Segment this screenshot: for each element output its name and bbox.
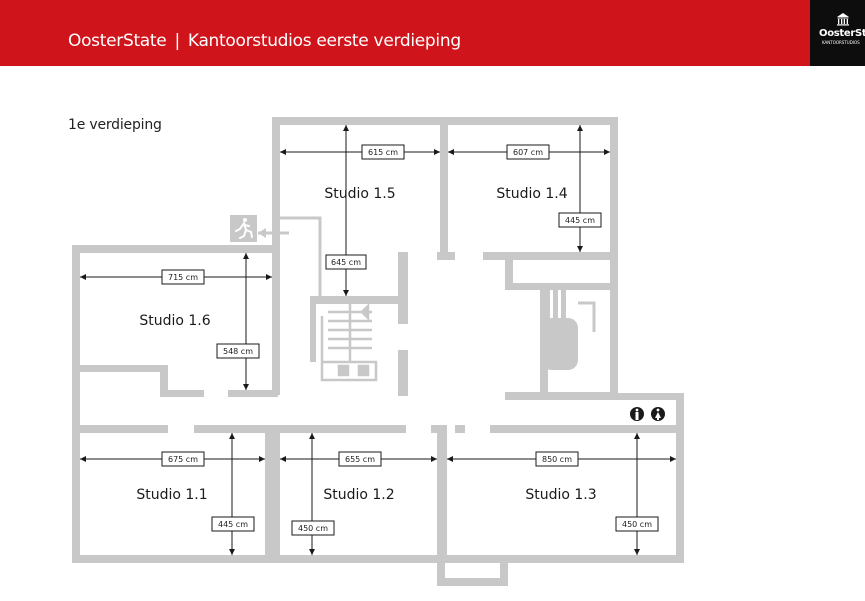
studio-1-4-depth: 445 cm (565, 216, 595, 225)
studio-1-3-label: Studio 1.3 (525, 487, 596, 503)
company-name: OosterState (68, 31, 167, 51)
company-logo: OosterState KANTOORSTUDIOS (810, 0, 865, 66)
female-toilet-icon (651, 407, 665, 421)
walls (72, 117, 684, 586)
stairs-icon (320, 302, 378, 382)
studio-1-1-width: 675 cm (168, 455, 198, 464)
studio-1-6-depth: 548 cm (223, 347, 253, 356)
studio-1-6-width: 715 cm (168, 273, 198, 282)
studio-1-5-width: 615 cm (368, 148, 398, 157)
floor-label: 1e verdieping (68, 117, 162, 133)
dimension-boxes (161, 144, 659, 536)
studio-1-4-label: Studio 1.4 (496, 186, 567, 202)
studio-1-2-depth: 450 cm (298, 524, 328, 533)
studio-1-2-width: 655 cm (345, 455, 375, 464)
logo-wordmark: OosterState (819, 28, 865, 39)
title-separator: | (174, 31, 180, 51)
studio-1-2-label: Studio 1.2 (323, 487, 394, 503)
studio-1-3-width: 850 cm (542, 455, 572, 464)
logo-tagline: KANTOORSTUDIOS (822, 40, 860, 45)
studio-1-1-depth: 445 cm (218, 520, 248, 529)
page-title: OosterState | Kantoorstudios eerste verdie… (68, 31, 461, 51)
studio-1-5-label: Studio 1.5 (324, 186, 395, 202)
studio-1-5-depth: 645 cm (331, 258, 361, 267)
exit-route (258, 216, 322, 296)
studio-1-3-depth: 450 cm (622, 520, 652, 529)
studio-1-4-width: 607 cm (513, 148, 543, 157)
emergency-exit-icon (230, 215, 257, 242)
building-icon (837, 13, 849, 26)
studio-1-6-label: Studio 1.6 (139, 313, 210, 329)
document-title: Kantoorstudios eerste verdieping (187, 31, 461, 51)
header-bar: OosterState | Kantoorstudios eerste verdie… (0, 0, 865, 66)
male-toilet-icon (630, 407, 644, 421)
studio-1-1-label: Studio 1.1 (136, 487, 207, 503)
elevator-icon (542, 290, 596, 370)
